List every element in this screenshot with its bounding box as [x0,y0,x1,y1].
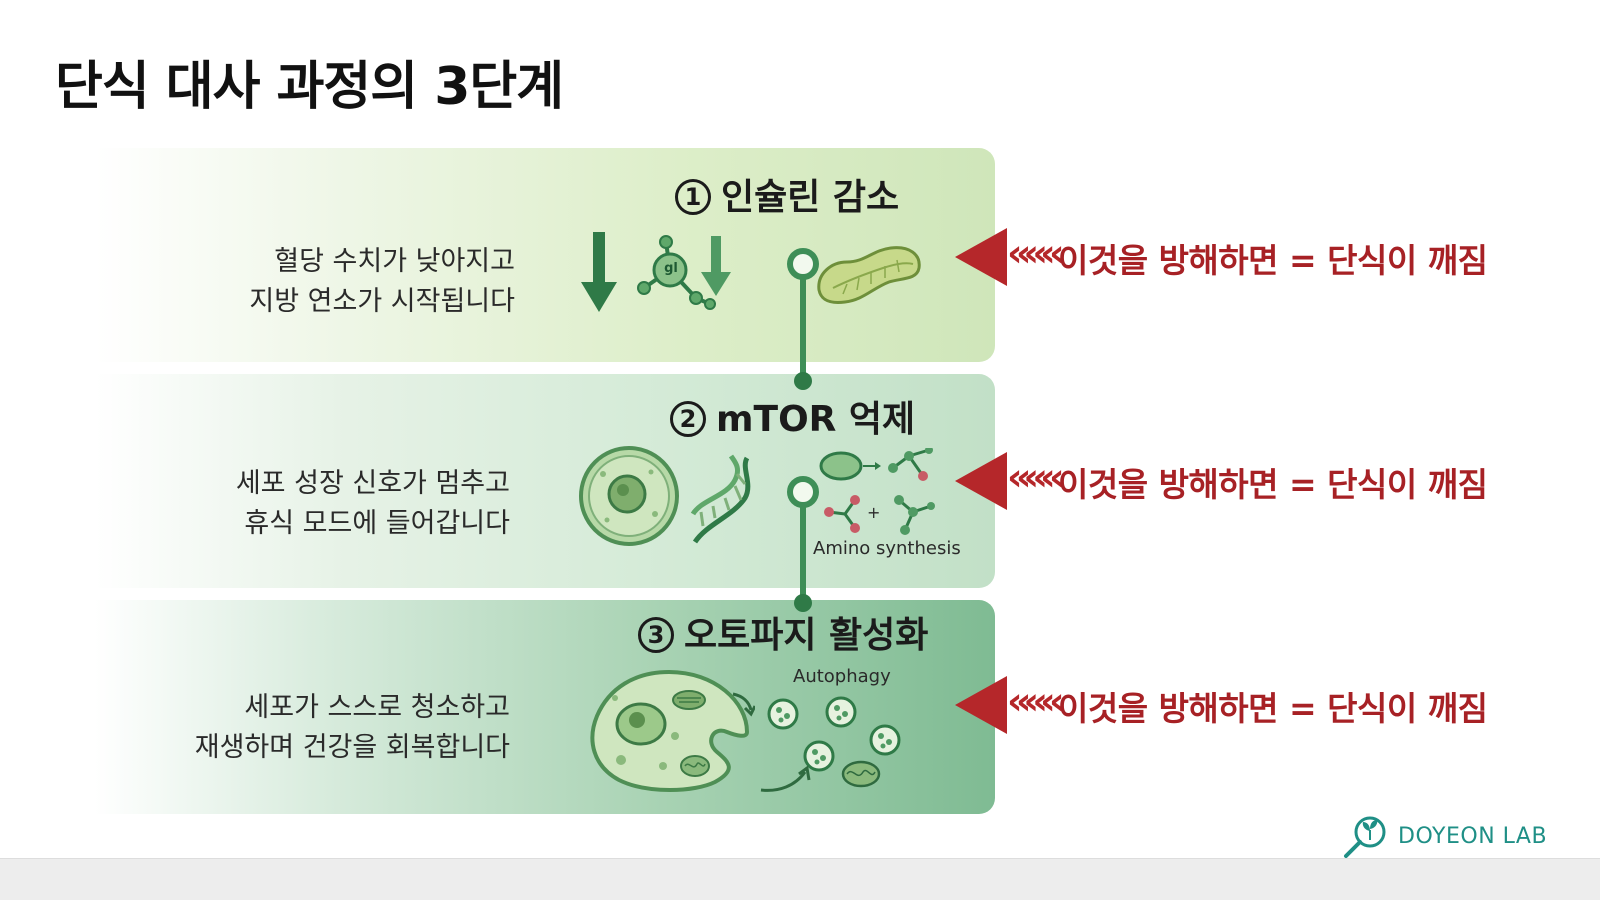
down-arrow-icon [581,232,731,312]
pancreas-icon [817,246,921,304]
stage-2-number: 2 [670,401,706,437]
stage-2-desc-line1: 세포 성장 신호가 멈추고 [235,468,510,499]
stage-3-description: 세포가 스스로 청소하고 재생하며 건강을 회복합니다 [195,688,510,768]
footer-bar [0,858,1600,900]
cell-icon [579,446,679,546]
warning-arrow-icon [955,452,1007,510]
stage-mtor: 2 mTOR 억제 세포 성장 신호가 멈추고 휴식 모드에 들어갑니다 [95,374,995,588]
stage-3-title: 오토파지 활성화 [684,615,929,656]
amino-synthesis-icon: + [819,448,935,535]
magnifier-sprout-icon [1344,816,1386,858]
warning-arrow-icon [955,228,1007,286]
stage-2-heading: 2 mTOR 억제 [670,390,915,442]
stage-autophagy: 3 오토파지 활성화 세포가 스스로 청소하고 재생하며 건강을 회복합니다 Au… [95,600,995,814]
connector-ring-2 [787,476,819,508]
connector-dot-2 [794,594,812,612]
warning-stage-1: ««« 이것을 방해하면 = 단식이 깨짐 [955,222,1515,292]
autophagy-cell-icon [590,669,755,792]
warning-text: 이것을 방해하면 = 단식이 깨짐 [1058,689,1488,728]
stage-1-desc-line2: 지방 연소가 시작됩니다 [249,286,515,317]
brand-name: DOYEON LAB [1398,824,1548,849]
stage-3-heading: 3 오토파지 활성화 [638,606,928,658]
stage-insulin: 1 인슐린 감소 혈당 수치가 낮아지고 지방 연소가 시작됩니다 gl [95,148,995,362]
warning-arrow-icon [955,676,1007,734]
stage-3-desc-line1: 세포가 스스로 청소하고 [244,692,510,723]
stage-2-desc-line2: 휴식 모드에 들어갑니다 [244,508,510,539]
connector-ring-1 [787,248,819,280]
stage-1-number: 1 [675,179,711,215]
stage-2-description: 세포 성장 신호가 멈추고 휴식 모드에 들어갑니다 [236,464,510,544]
stage-1-title: 인슐린 감소 [721,177,900,218]
connector-line-1 [800,278,806,386]
glucose-label: gl [664,261,678,276]
warning-text: 이것을 방해하면 = 단식이 깨짐 [1058,465,1488,504]
stage-1-heading: 1 인슐린 감소 [675,168,899,220]
stage-2-title: mTOR 억제 [716,399,916,440]
warning-text: 이것을 방해하면 = 단식이 깨짐 [1058,241,1488,280]
dna-icon [690,454,751,544]
autophagy-caption: Autophagy [793,666,891,687]
svg-text:+: + [867,503,880,522]
connector-dot-1 [794,372,812,390]
glucose-molecule-icon [637,235,716,310]
chevrons-left-icon: ««« [1007,231,1065,275]
stage-1-description: 혈당 수치가 낮아지고 지방 연소가 시작됩니다 [249,242,515,322]
connector-line-2 [800,506,806,608]
stage-3-number: 3 [638,617,674,653]
page-title: 단식 대사 과정의 3단계 [55,57,564,117]
chevrons-left-icon: ««« [1007,679,1065,723]
stage-3-desc-line2: 재생하며 건강을 회복합니다 [194,732,510,763]
vesicle-icon [760,696,901,792]
warning-stage-2: ««« 이것을 방해하면 = 단식이 깨짐 [955,446,1515,516]
chevrons-left-icon: ««« [1007,455,1065,499]
amino-synthesis-caption: Amino synthesis [813,538,961,559]
warning-stage-3: ««« 이것을 방해하면 = 단식이 깨짐 [955,670,1515,740]
stage-1-desc-line1: 혈당 수치가 낮아지고 [274,246,515,277]
